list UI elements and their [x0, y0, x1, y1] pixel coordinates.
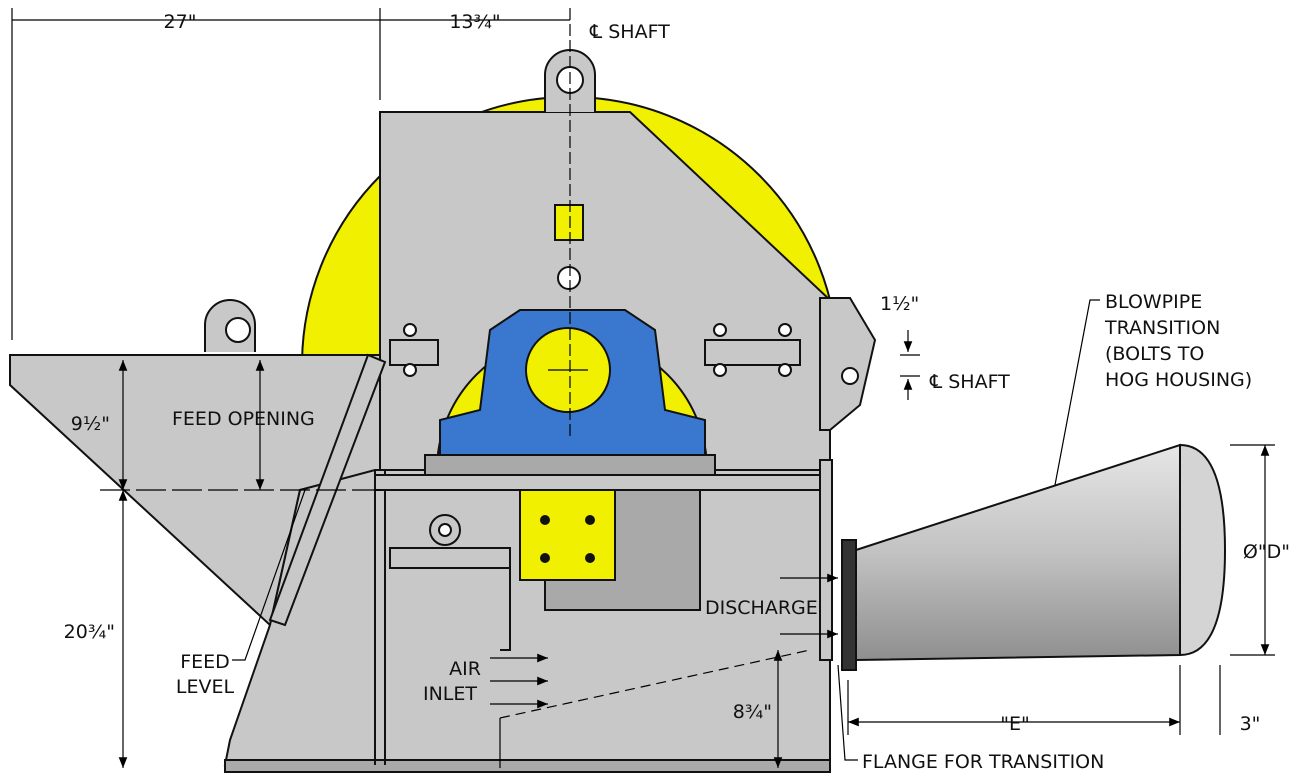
air-inlet-label-2: INLET — [423, 683, 477, 705]
bearing-block — [424, 309, 716, 476]
dimension-lines — [11, 8, 1275, 768]
feed-opening-label: FEED OPENING — [172, 408, 315, 430]
feed-level-label-2: LEVEL — [176, 676, 235, 698]
discharge-label: DISCHARGE — [705, 597, 818, 619]
flange — [819, 459, 857, 671]
outlet-diameter-dim: Ø"D" — [1243, 541, 1290, 563]
blowpipe-transition — [855, 443, 1227, 662]
base-to-feed-dim: 20¾" — [64, 621, 115, 643]
air-inlet-duct — [389, 514, 511, 651]
blowpipe-label-3: (BOLTS TO — [1105, 343, 1204, 365]
discharge-height-dim: 8¾" — [733, 701, 772, 723]
air-inlet-label-1: AIR — [449, 658, 481, 680]
feed-level-label-1: FEED — [180, 651, 230, 673]
flange-label: FLANGE FOR TRANSITION — [862, 751, 1104, 773]
flow-arrows — [490, 573, 838, 709]
flange-width-dim: 3" — [1240, 713, 1261, 735]
feed-opening-dim: 9½" — [71, 413, 110, 435]
overall-width-dim: 27" — [164, 11, 197, 33]
shaft-offset-dim: 13¾" — [449, 11, 500, 33]
leader-lines — [232, 299, 1100, 761]
blowpipe-label-1: BLOWPIPE — [1105, 291, 1202, 313]
blowpipe-label-4: HOG HOUSING) — [1105, 369, 1252, 391]
transition-length-dim: "E" — [1000, 713, 1029, 735]
base-rail — [374, 474, 831, 491]
shaft-side-label: ℄ SHAFT — [929, 371, 1010, 393]
mounting-bolts — [389, 323, 801, 377]
shaft-gap-dim: 1½" — [880, 293, 919, 315]
blowpipe-label-2: TRANSITION — [1104, 317, 1220, 339]
coupler-block — [519, 489, 701, 611]
shaft-top-label: ℄ SHAFT — [589, 21, 670, 43]
